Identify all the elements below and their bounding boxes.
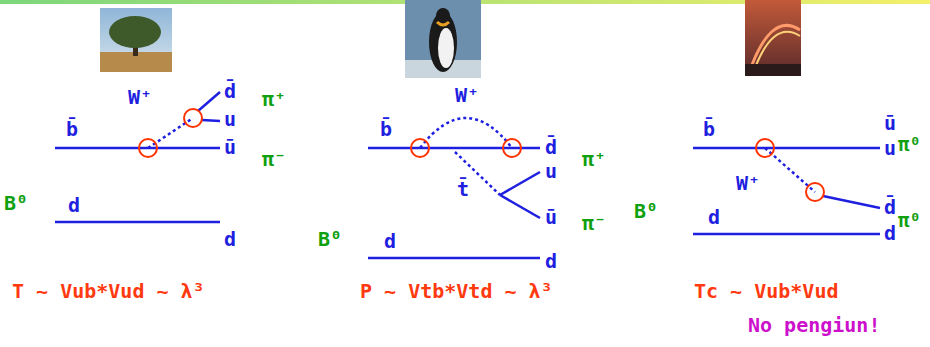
boson-label: W⁺ [455,84,479,107]
meson-label: B⁰ [4,192,28,215]
quark-label: d [884,222,896,245]
meson-label: π⁰ [898,134,921,156]
amplitude-formula: Tc ~ Vub*Vud [694,280,839,303]
quark-label: b̄ [380,118,392,141]
quark-label: t̄ [457,178,469,201]
quark-label: d [384,230,396,253]
meson-label: π⁺ [262,88,286,111]
quark-label: ū [224,136,236,159]
penguin-photo [405,0,481,78]
quark-label: ū [884,112,896,135]
boson-label: W⁺ [128,86,152,109]
quark-label: d [545,250,557,273]
quark-label: u [545,160,557,183]
meson-label: π⁺ [582,148,606,171]
amplitude-formula: P ~ Vtb*Vtd ~ λ³ [360,280,553,303]
quark-label: d [68,194,80,217]
rainbow-photo [745,0,801,76]
w-boson-lines [148,118,815,195]
vertex-circles [139,109,824,201]
meson-label: π⁻ [582,212,606,235]
tree-photo [100,8,172,72]
meson-label: π⁻ [262,148,286,171]
quark-lines [55,92,880,258]
quark-label: d [224,228,236,251]
quark-label: u [224,108,236,131]
quark-label: d [708,206,720,229]
quark-label: d̄ [545,136,557,159]
amplitude-formula: T ~ Vub*Vud ~ λ³ [12,280,205,303]
note: No pengiun! [748,314,880,337]
boson-label: W⁺ [736,172,760,195]
meson-label: B⁰ [634,200,658,223]
quark-label: b̄ [66,118,78,141]
quark-label: b̄ [703,118,715,141]
meson-label: π⁰ [898,210,921,232]
quark-label: ū [545,206,557,229]
quark-label: u [884,137,896,160]
quark-label: d̄ [224,80,236,103]
quark-label: d̄ [884,196,896,219]
meson-label: B⁰ [318,228,342,251]
